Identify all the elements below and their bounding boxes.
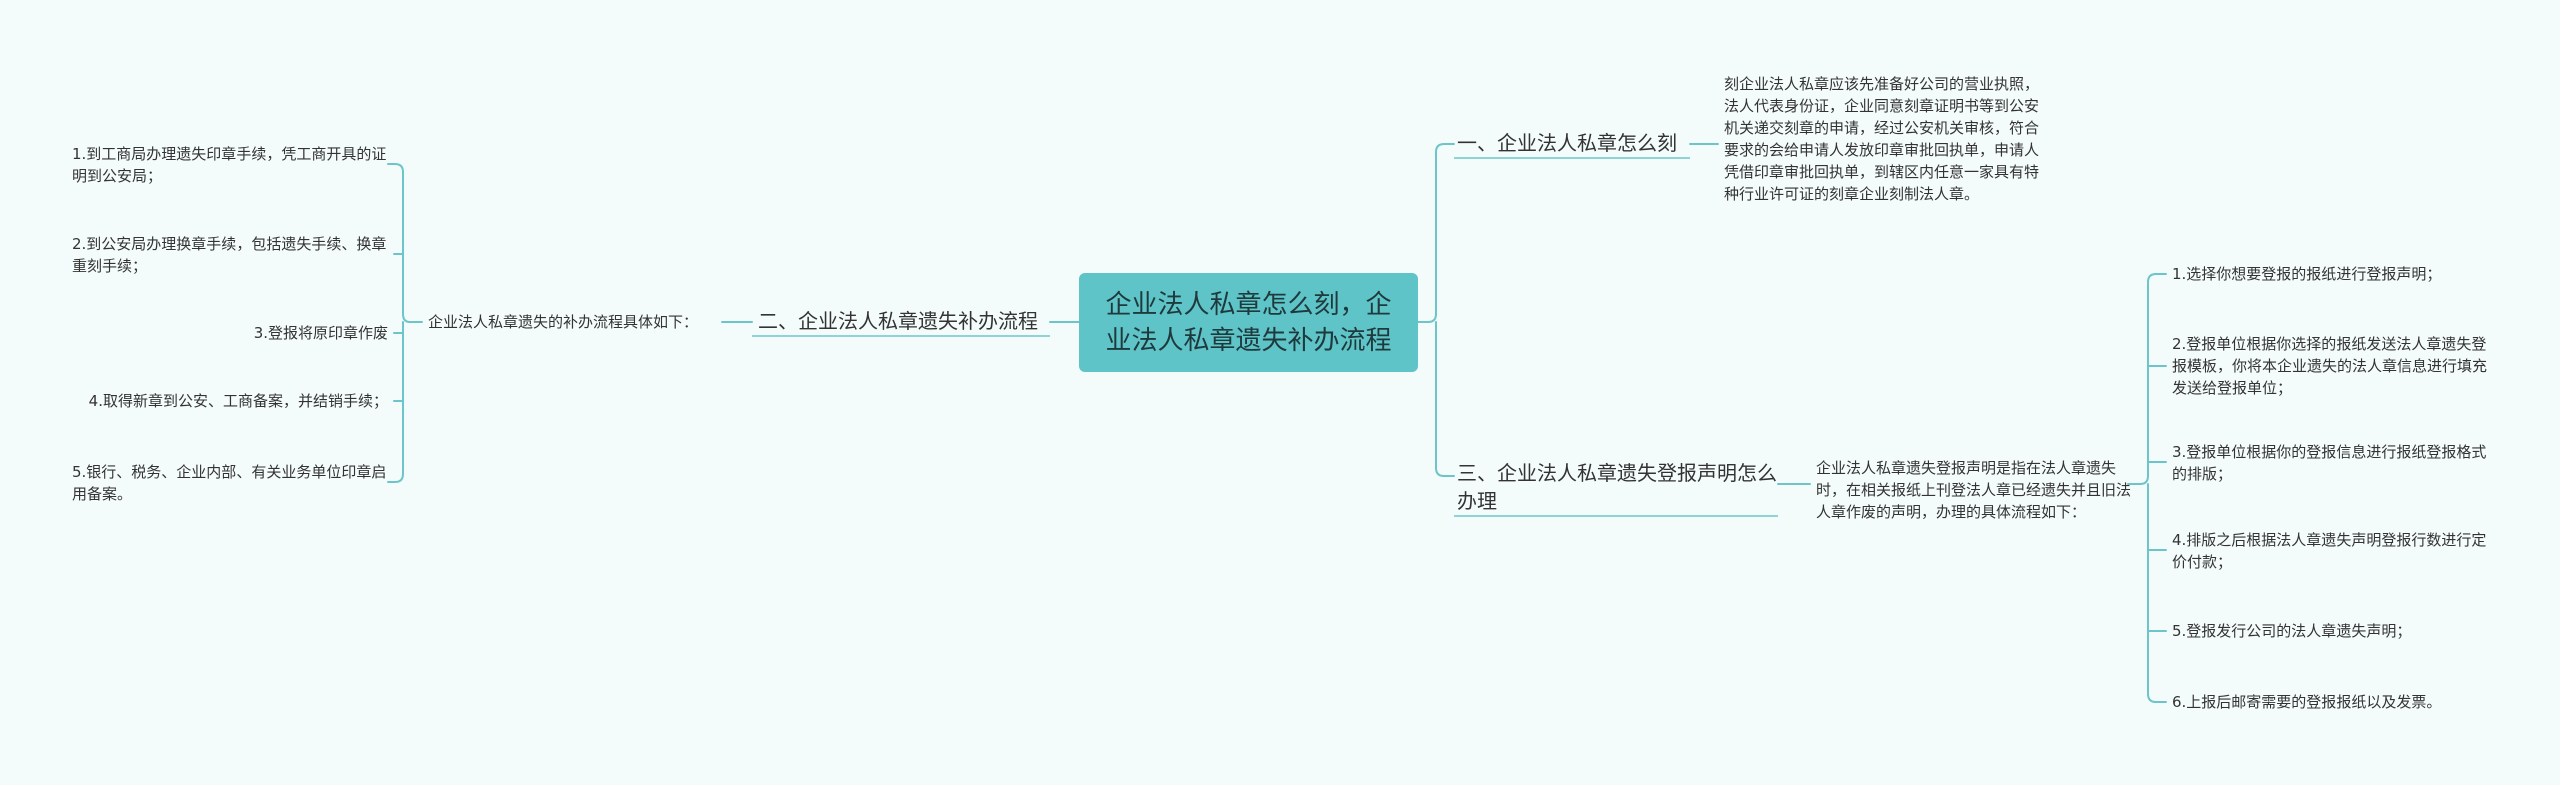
branch-3-step-5-text: 5.登报发行公司的法人章遗失声明； bbox=[2172, 622, 2412, 640]
branch-3-step-2-text: 2.登报单位根据你选择的报纸发送法人章遗失登报模板，你将本企业遗失的法人章信息进… bbox=[2172, 335, 2488, 397]
branch-2-step-1[interactable]: 1.到工商局办理遗失印章手续，凭工商开具的证明到公安局； bbox=[72, 143, 390, 187]
branch-2-label: 二、企业法人私章遗失补办流程 bbox=[758, 309, 1038, 333]
branch-2-step-5[interactable]: 5.银行、税务、企业内部、有关业务单位印章启用备案。 bbox=[72, 461, 390, 505]
branch-3-step-5[interactable]: 5.登报发行公司的法人章遗失声明； bbox=[2172, 620, 2490, 642]
branch-2-step-2[interactable]: 2.到公安局办理换章手续，包括遗失手续、换章重刻手续； bbox=[72, 233, 390, 277]
branch-3-step-4[interactable]: 4.排版之后根据法人章遗失声明登报行数进行定价付款； bbox=[2172, 529, 2490, 573]
branch-3-intro[interactable]: 企业法人私章遗失登报声明是指在法人章遗失时，在相关报纸上刊登法人章已经遗失并且旧… bbox=[1816, 457, 2132, 523]
branch-2-step-3[interactable]: 3.登报将原印章作废 bbox=[90, 322, 388, 344]
root-topic[interactable]: 企业法人私章怎么刻，企业法人私章遗失补办流程 bbox=[1079, 273, 1418, 372]
branch-3-step-6-text: 6.上报后邮寄需要的登报报纸以及发票。 bbox=[2172, 693, 2442, 711]
branch-2-step-4[interactable]: 4.取得新章到公安、工商备案，并结销手续； bbox=[60, 390, 388, 412]
connector-root-branch1 bbox=[1417, 143, 1455, 323]
branch-3-intro-text: 企业法人私章遗失登报声明是指在法人章遗失时，在相关报纸上刊登法人章已经遗失并且旧… bbox=[1816, 459, 2132, 521]
branch-1-detail-text: 刻企业法人私章应该先准备好公司的营业执照，法人代表身份证，企业同意刻章证明书等到… bbox=[1724, 75, 2040, 203]
branch-3-step-1[interactable]: 1.选择你想要登报的报纸进行登报声明； bbox=[2172, 263, 2492, 285]
connector-bracket-left bbox=[387, 163, 423, 323]
root-topic-label: 企业法人私章怎么刻，企业法人私章遗失补办流程 bbox=[1105, 289, 1392, 356]
branch-2-topic[interactable]: 二、企业法人私章遗失补办流程 bbox=[758, 307, 1058, 335]
branch-3-topic[interactable]: 三、企业法人私章遗失登报声明怎么办理 bbox=[1457, 459, 1777, 515]
connector-bracket-left-lower bbox=[387, 321, 404, 483]
branch-3-step-4-text: 4.排版之后根据法人章遗失声明登报行数进行定价付款； bbox=[2172, 531, 2487, 571]
branch-3-step-6[interactable]: 6.上报后邮寄需要的登报报纸以及发票。 bbox=[2172, 691, 2490, 713]
branch-3-step-2[interactable]: 2.登报单位根据你选择的报纸发送法人章遗失登报模板，你将本企业遗失的法人章信息进… bbox=[2172, 333, 2490, 399]
branch-2-step-3-text: 3.登报将原印章作废 bbox=[253, 324, 388, 342]
branch-2-step-1-text: 1.到工商局办理遗失印章手续，凭工商开具的证明到公安局； bbox=[72, 145, 387, 185]
branch-2-step-4-text: 4.取得新章到公安、工商备案，并结销手续； bbox=[88, 392, 388, 410]
branch-1-label: 一、企业法人私章怎么刻 bbox=[1457, 131, 1677, 155]
branch-3-step-1-text: 1.选择你想要登报的报纸进行登报声明； bbox=[2172, 265, 2442, 283]
branch-3-step-3-text: 3.登报单位根据你的登报信息进行报纸登报格式的排版； bbox=[2172, 443, 2487, 483]
branch-1-topic[interactable]: 一、企业法人私章怎么刻 bbox=[1457, 129, 1697, 157]
branch-1-detail[interactable]: 刻企业法人私章应该先准备好公司的营业执照，法人代表身份证，企业同意刻章证明书等到… bbox=[1724, 73, 2040, 205]
branch-3-step-3[interactable]: 3.登报单位根据你的登报信息进行报纸登报格式的排版； bbox=[2172, 441, 2490, 485]
branch-2-intro-text: 企业法人私章遗失的补办流程具体如下： bbox=[428, 313, 699, 331]
branch-2-step-5-text: 5.银行、税务、企业内部、有关业务单位印章启用备案。 bbox=[72, 463, 387, 503]
branch-2-intro[interactable]: 企业法人私章遗失的补办流程具体如下： bbox=[428, 311, 728, 334]
branch-3-label: 三、企业法人私章遗失登报声明怎么办理 bbox=[1457, 461, 1777, 513]
connector-bracket-right bbox=[2127, 273, 2167, 485]
branch-2-step-2-text: 2.到公安局办理换章手续，包括遗失手续、换章重刻手续； bbox=[72, 235, 387, 275]
connector-root-branch3 bbox=[1435, 321, 1455, 477]
connector-bracket-right-lower bbox=[2147, 483, 2167, 703]
